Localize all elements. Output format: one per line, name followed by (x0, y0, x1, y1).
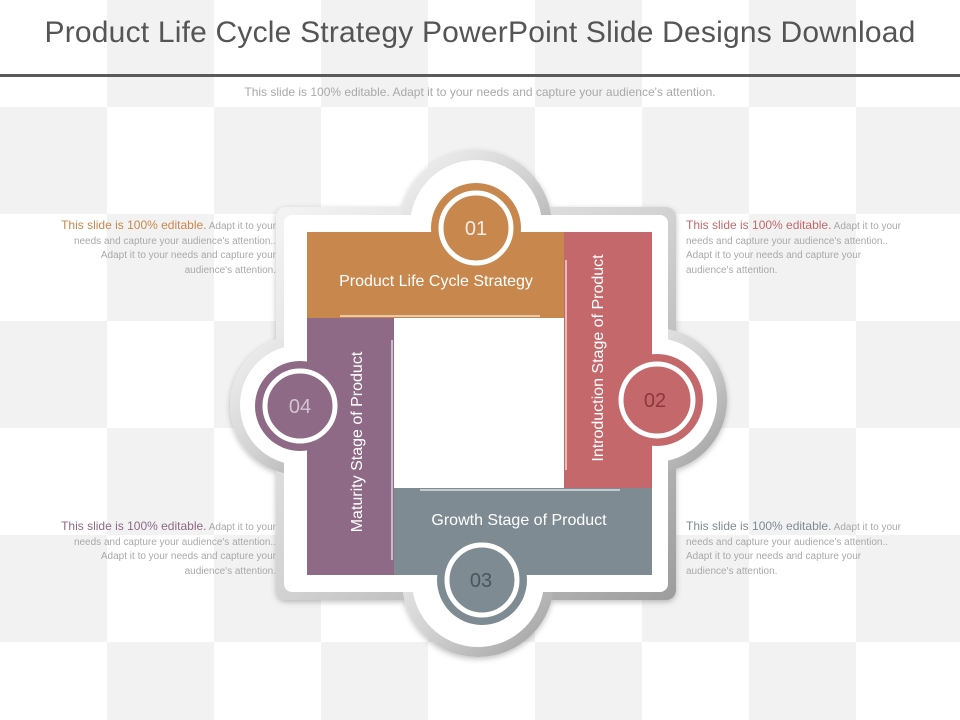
stage-02-label: Introduction Stage of Product (590, 254, 607, 462)
stage-04-badge: 04 (255, 361, 345, 451)
title-divider (0, 74, 960, 77)
note-bottom-right: This slide is 100% editable. Adapt it to… (686, 519, 904, 579)
note-lead: This slide is 100% editable. (61, 218, 207, 232)
slide-title: Product Life Cycle Strategy PowerPoint S… (44, 16, 916, 49)
stage-01-badge: 01 (431, 183, 521, 273)
stage-04-bar (307, 318, 394, 575)
svg-text:04: 04 (289, 396, 311, 418)
note-body: Adapt it to your needs and capture your … (73, 522, 276, 577)
note-lead: This slide is 100% editable. (61, 519, 207, 533)
note-lead: This slide is 100% editable. (686, 519, 832, 533)
svg-text:01: 01 (465, 218, 487, 240)
note-body: Adapt it to your needs and capture your … (73, 221, 276, 276)
stage-02-badge: 02 (611, 354, 703, 446)
svg-text:03: 03 (470, 570, 492, 592)
note-lead: This slide is 100% editable. (686, 218, 832, 232)
stage-03-label: Growth Stage of Product (431, 512, 607, 529)
slide-subtitle: This slide is 100% editable. Adapt it to… (244, 85, 716, 99)
stage-03-badge: 03 (437, 535, 527, 625)
note-bottom-left: This slide is 100% editable. Adapt it to… (58, 519, 276, 579)
note-body: Adapt it to your needs and capture your … (686, 522, 901, 577)
stage-03-bar (394, 488, 652, 575)
stage-04-label: Maturity Stage of Product (349, 351, 366, 532)
note-top-left: This slide is 100% editable. Adapt it to… (58, 218, 276, 278)
svg-text:02: 02 (644, 390, 666, 412)
stage-01-label: Product Life Cycle Strategy (339, 273, 533, 290)
note-top-right: This slide is 100% editable. Adapt it to… (686, 218, 904, 278)
note-body: Adapt it to your needs and capture your … (686, 221, 901, 276)
